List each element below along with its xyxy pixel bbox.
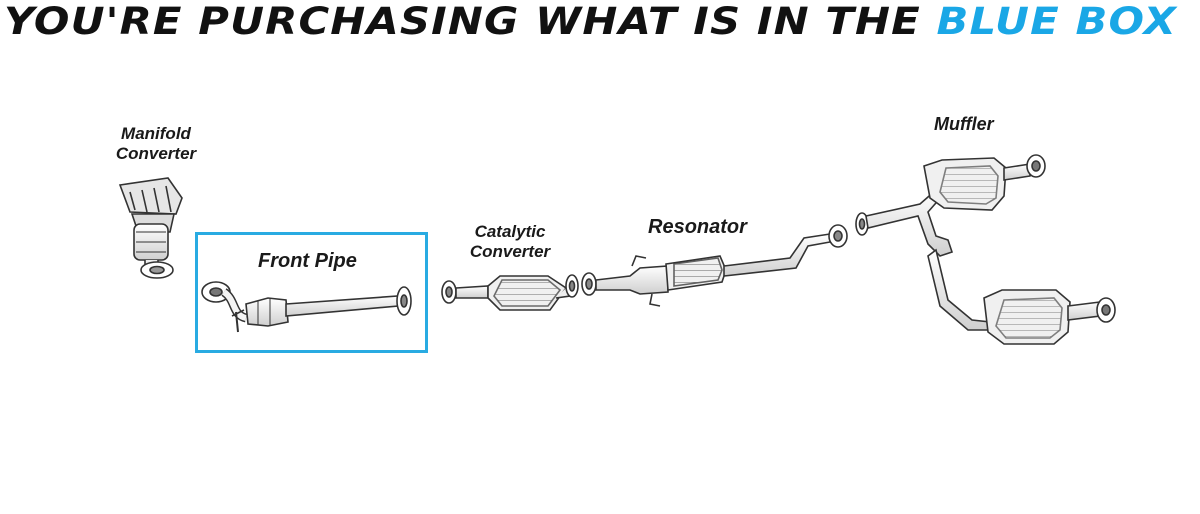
manifold-converter-part (118, 177, 183, 279)
blue-selection-box (195, 232, 428, 353)
muffler-label: Muffler (934, 114, 994, 134)
manifold-converter-label-line1: Manifold (121, 124, 191, 143)
headline-prefix: YOU'RE PURCHASING WHAT IS IN THE (4, 0, 921, 43)
catalytic-converter-part (441, 274, 579, 311)
front-pipe-label: Front Pipe (258, 250, 357, 272)
catalytic-converter-label: Catalytic Converter (458, 222, 562, 261)
resonator-part (581, 224, 848, 307)
front-pipe-part (201, 281, 412, 333)
headline: YOU'RE PURCHASING WHAT IS IN THE BLUE BO… (4, 0, 1177, 44)
manifold-converter-label-line2: Converter (115, 143, 197, 163)
manifold-converter-label: Manifold Converter (104, 124, 208, 163)
resonator-label: Resonator (648, 216, 747, 238)
catalytic-converter-label-line2: Converter (469, 241, 551, 261)
muffler-part (855, 154, 1116, 345)
catalytic-converter-label-line1: Catalytic (474, 222, 546, 241)
headline-highlight: BLUE BOX (936, 0, 1178, 43)
